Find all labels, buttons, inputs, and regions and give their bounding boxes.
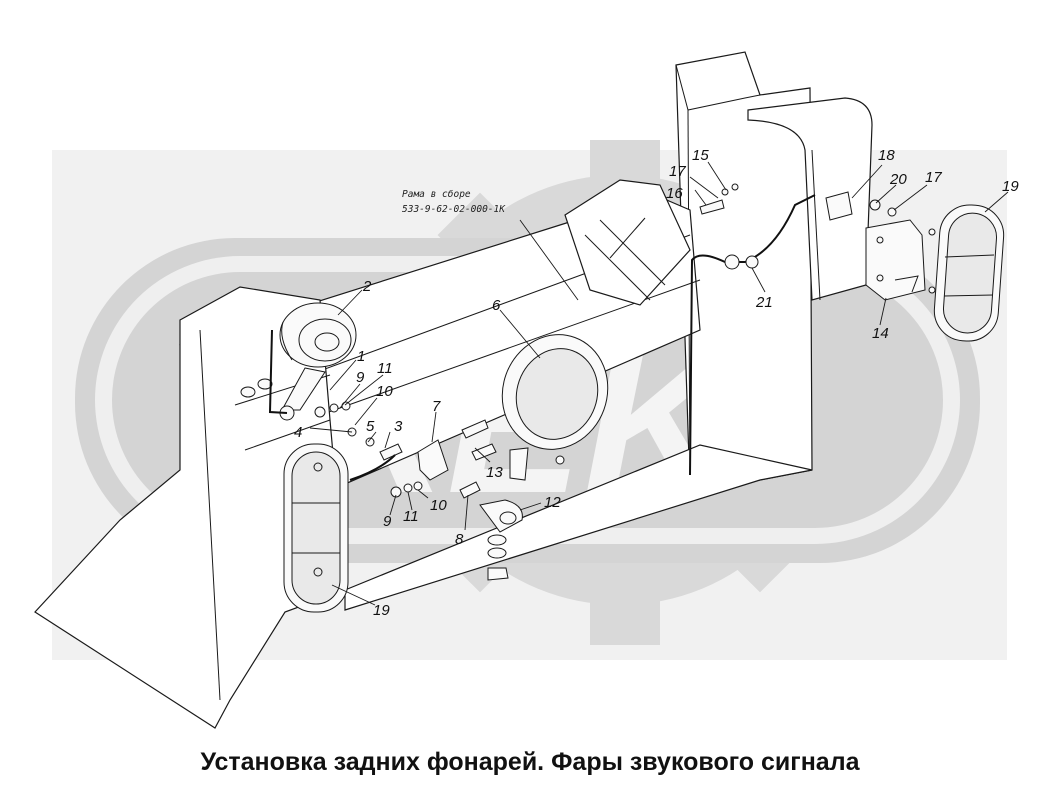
callout-17b: 17 xyxy=(925,169,942,186)
callout-11b: 11 xyxy=(403,508,419,525)
callout-18: 18 xyxy=(878,147,895,164)
figure-caption: Установка задних фонарей. Фары звукового… xyxy=(200,748,860,776)
callout-12: 12 xyxy=(544,494,561,511)
rear-lamp-bracket xyxy=(865,219,926,301)
callout-8: 8 xyxy=(455,531,464,548)
lamp-bracket-hardware xyxy=(379,419,497,499)
callout-19a: 19 xyxy=(373,602,390,619)
round-signal-lamp xyxy=(501,334,609,481)
callout-4: 4 xyxy=(294,424,302,441)
callout-9a: 9 xyxy=(356,369,365,386)
callout-19b: 19 xyxy=(1002,178,1019,195)
callout-21: 21 xyxy=(755,294,773,311)
left-tail-lamp xyxy=(283,443,349,613)
callout-10a: 10 xyxy=(376,383,393,400)
wiring-harness xyxy=(349,194,816,481)
callout-1: 1 xyxy=(357,348,365,365)
callout-9b: 9 xyxy=(383,513,392,530)
right-tail-lamp xyxy=(928,204,1005,342)
lamp-mount-hardware xyxy=(479,499,523,581)
callout-14: 14 xyxy=(872,325,889,342)
callout-3: 3 xyxy=(394,418,403,435)
callout-labels: 2 1 11 9 10 4 3 5 7 13 6 12 8 9 11 10 19… xyxy=(294,147,1019,619)
leader-lines xyxy=(309,161,1009,606)
callout-5: 5 xyxy=(366,418,375,435)
callout-6: 6 xyxy=(492,297,501,314)
callout-10b: 10 xyxy=(430,497,447,514)
frame-note: Рама в сборе 533-9-62-02-000-1К xyxy=(402,189,579,301)
horn-fasteners xyxy=(314,401,375,447)
rear-connector-hardware xyxy=(699,183,897,221)
callout-15: 15 xyxy=(692,147,709,164)
callout-7: 7 xyxy=(432,398,441,415)
callout-17a: 17 xyxy=(669,163,686,180)
frame-note-line1: Рама в сборе xyxy=(402,189,471,200)
callout-20: 20 xyxy=(889,171,907,188)
callout-11a: 11 xyxy=(377,360,393,377)
callout-16: 16 xyxy=(666,185,683,202)
frame-note-line2: 533-9-62-02-000-1К xyxy=(402,204,506,215)
frame-assembly xyxy=(34,51,873,729)
horn-assembly xyxy=(268,302,357,421)
callout-13: 13 xyxy=(486,464,503,481)
callout-2: 2 xyxy=(362,278,372,295)
